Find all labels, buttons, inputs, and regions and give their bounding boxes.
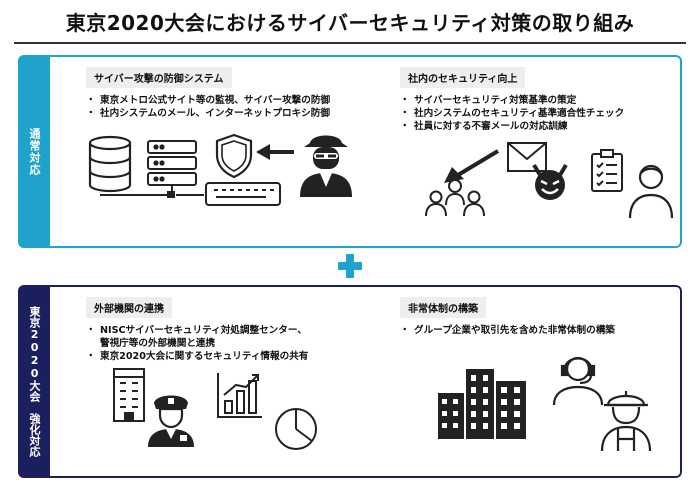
bullet-item: 社員に対する不審メールの対応訓練 — [400, 120, 624, 133]
keyboard-icon — [205, 182, 281, 206]
network-line — [100, 191, 204, 198]
olympic-panel-body: 外部機関の連携 NISCサイバーセキュリティ対処調整センター、 警視庁等の外部機… — [50, 285, 682, 478]
bullet-item: 東京メトロ公式サイト等の監視、サイバー攻撃の防御 — [86, 94, 330, 107]
city-buildings-icon — [438, 369, 526, 439]
normal-panel-body: サイバー攻撃の防御システム 東京メトロ公式サイト等の監視、サイバー攻撃の防御 社… — [50, 55, 682, 248]
arrow-left-icon — [256, 144, 294, 160]
group-icon — [425, 179, 485, 217]
bullet-list: サイバーセキュリティ対策基準の策定 社内システムのセキュリティ基準適合性チェック… — [400, 94, 624, 133]
bullet-item-continuation: 警視庁等の外部機関と連携 — [100, 338, 216, 349]
bar-chart-icon — [217, 373, 262, 418]
external-cooperation-section: 外部機関の連携 NISCサイバーセキュリティ対処調整センター、 警視庁等の外部機… — [86, 297, 308, 363]
bullet-item: グループ企業や取引先を含めた非常体制の構築 — [400, 324, 615, 337]
olympic-response-panel: 東京2020大会 強化対応 外部機関の連携 NISCサイバーセキュリティ対処調整… — [18, 285, 682, 478]
bullet-list: NISCサイバーセキュリティ対処調整センター、 警視庁等の外部機関と連携 東京2… — [86, 324, 308, 363]
hacker-icon — [300, 135, 352, 197]
emergency-system-section: 非常体制の構築 グループ企業や取引先を含めた非常体制の構築 — [400, 297, 615, 337]
section-heading: 非常体制の構築 — [400, 297, 486, 318]
clipboard-checklist-icon — [591, 149, 623, 192]
database-icon — [88, 135, 132, 193]
section-heading: 外部機関の連携 — [86, 297, 172, 318]
server-icon — [147, 140, 197, 191]
arrow-down-left-icon — [444, 149, 500, 183]
olympic-side-label: 東京2020大会 強化対応 — [28, 306, 42, 457]
person-icon — [628, 164, 674, 219]
bullet-item: 社内システムのメール、インターネットプロキシ防御 — [86, 107, 330, 120]
internal-security-section: 社内のセキュリティ向上 サイバーセキュリティ対策基準の策定 社内システムのセキュ… — [400, 67, 624, 133]
devil-icon — [532, 163, 568, 200]
bullet-item: 社内システムのセキュリティ基準適合性チェック — [400, 107, 624, 120]
normal-side-label: 通常対応 — [28, 127, 41, 176]
title-underline — [14, 42, 686, 44]
bullet-item: サイバーセキュリティ対策基準の策定 — [400, 94, 624, 107]
construction-worker-icon — [600, 391, 652, 451]
shield-icon — [215, 133, 253, 179]
pie-chart-icon — [275, 408, 317, 450]
bullet-list: 東京メトロ公式サイト等の監視、サイバー攻撃の防御 社内システムのメール、インター… — [86, 94, 330, 120]
olympic-side-tab: 東京2020大会 強化対応 — [18, 285, 50, 478]
office-building-icon — [113, 368, 145, 422]
operator-headset-icon — [552, 356, 604, 405]
plus-icon — [338, 254, 362, 278]
defense-system-section: サイバー攻撃の防御システム 東京メトロ公式サイト等の監視、サイバー攻撃の防御 社… — [86, 67, 330, 120]
envelope-icon — [507, 142, 547, 172]
bullet-list: グループ企業や取引先を含めた非常体制の構築 — [400, 324, 615, 337]
page-title: 東京2020大会におけるサイバーセキュリティ対策の取り組み — [65, 11, 635, 35]
bullet-item: 東京2020大会に関するセキュリティ情報の共有 — [86, 350, 308, 363]
section-heading: サイバー攻撃の防御システム — [86, 67, 232, 88]
section-heading: 社内のセキュリティ向上 — [400, 67, 526, 88]
normal-response-panel: 通常対応 サイバー攻撃の防御システム 東京メトロ公式サイト等の監視、サイバー攻撃… — [18, 55, 682, 248]
bullet-item: NISCサイバーセキュリティ対処調整センター、 — [86, 324, 308, 337]
police-officer-icon — [148, 395, 194, 447]
title-banner: 東京2020大会におけるサイバーセキュリティ対策の取り組み — [14, 6, 686, 44]
normal-side-tab: 通常対応 — [18, 55, 50, 248]
